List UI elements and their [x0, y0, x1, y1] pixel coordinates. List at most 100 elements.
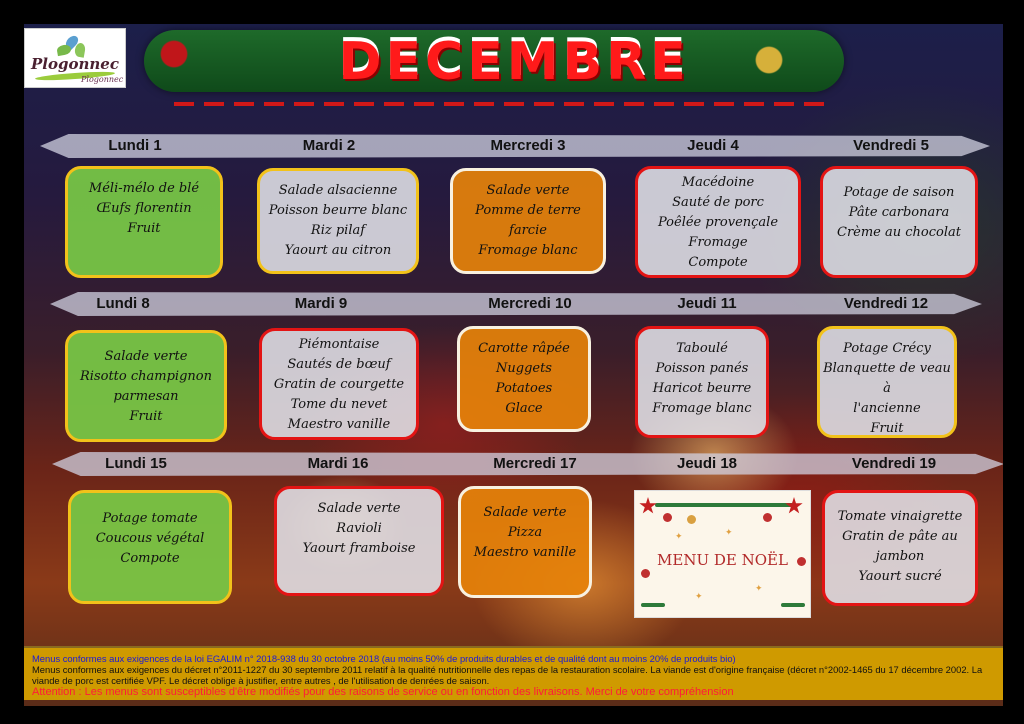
day-label: Lundi 15: [105, 455, 167, 472]
noel-menu-title: MENU DE NOËL: [657, 551, 788, 569]
menu-item: Poisson beurre blanc: [268, 203, 408, 218]
menu-item: Nuggets: [496, 361, 552, 376]
menu-item: Ravioli: [336, 521, 382, 536]
pine-branch-decoration: [655, 503, 795, 507]
menu-item: Potage de saison: [843, 185, 955, 200]
menu-item: Poêlée provençale: [657, 215, 779, 230]
menu-item: Maestro vanille: [473, 545, 577, 560]
menu-card-mardi-9: Piémontaise Sautés de bœuf Gratin de cou…: [259, 328, 419, 440]
menu-item: Haricot beurre: [652, 381, 752, 396]
menu-item: jambon: [875, 549, 925, 564]
menu-item: Méli-mélo de blé: [88, 181, 200, 196]
decree-notice: Menus conformes aux exigences du décret …: [32, 664, 983, 686]
week-3-band: [52, 452, 1003, 476]
menu-card-mercredi-17: Salade verte Pizza Maestro vanille: [458, 486, 592, 598]
menu-item: Sautés de bœuf: [287, 357, 391, 372]
menu-item: Taboulé: [676, 341, 728, 356]
menu-card-jeudi-18-noel: ✦ ✦ ✦ ✦ MENU DE NOËL: [634, 490, 811, 618]
day-label: Mardi 9: [294, 295, 348, 312]
menu-item: Risotto champignon: [80, 369, 212, 384]
menu-item: Macédoine: [681, 175, 755, 190]
week-2-band: [50, 292, 982, 316]
menu-item: Maestro vanille: [287, 417, 391, 432]
menu-item: Yaourt sucré: [858, 569, 942, 584]
menu-item: Tome du nevet: [290, 397, 388, 412]
legal-footer: Menus conformes aux exigences de la loi …: [24, 646, 1003, 700]
sparkle-icon: ✦: [755, 583, 763, 593]
day-label: Jeudi 18: [676, 455, 738, 472]
menu-item: Pomme de terre: [475, 203, 581, 218]
day-label: Jeudi 4: [687, 137, 739, 154]
christmas-garland: [144, 30, 844, 92]
menu-item: Fruit: [127, 221, 161, 236]
ribbon-decoration: [174, 102, 824, 106]
day-label: Lundi 8: [96, 295, 150, 312]
egalim-notice: Menus conformes aux exigences de la loi …: [32, 653, 736, 664]
attention-notice: Attention : Les menus sont susceptibles …: [32, 686, 734, 698]
menu-card-lundi-1: Méli-mélo de blé Œufs florentin Fruit: [65, 166, 223, 278]
menu-card-vendredi-5: Potage de saison Pâte carbonara Crème au…: [820, 166, 978, 278]
day-label: Lundi 1: [108, 137, 162, 154]
day-label: Mercredi 3: [490, 137, 566, 154]
ornament-icon: [687, 515, 696, 524]
menu-item: Fromage blanc: [652, 401, 752, 416]
menu-card-jeudi-11: Taboulé Poisson panés Haricot beurre Fro…: [635, 326, 769, 438]
menu-item: Yaourt framboise: [302, 541, 416, 556]
menu-item: Œufs florentin: [96, 201, 192, 216]
menu-item: Fruit: [870, 421, 904, 436]
day-label: Mardi 2: [302, 137, 356, 154]
day-label: Vendredi 12: [843, 295, 929, 312]
plogonnec-logo: Plogonnec Plogonnec: [24, 28, 126, 88]
logo-sub: Plogonnec: [81, 75, 124, 84]
menu-item: Potage tomate: [102, 511, 198, 526]
menu-item: Salade verte: [483, 505, 567, 520]
menu-item: Carotte râpée: [478, 341, 570, 356]
menu-card-lundi-8: Salade verte Risotto champignon parmesan…: [65, 330, 227, 442]
menu-item: l'ancienne: [853, 401, 921, 416]
ornament-icon: [797, 557, 806, 566]
menu-item: Gratin de pâte au: [842, 529, 958, 544]
week-1-band: [40, 134, 990, 158]
menu-item: Pâte carbonara: [848, 205, 950, 220]
menu-card-vendredi-19: Tomate vinaigrette Gratin de pâte au jam…: [822, 490, 978, 606]
day-label: Mardi 16: [307, 455, 369, 472]
day-label: Mercredi 17: [493, 455, 577, 472]
logo-brand: Plogonnec: [31, 55, 119, 73]
sparkle-icon: ✦: [695, 591, 703, 601]
menu-item: Tomate vinaigrette: [837, 509, 963, 524]
menu-item: Crème au chocolat: [837, 225, 961, 240]
menu-card-jeudi-4: Macédoine Sauté de porc Poêlée provençal…: [635, 166, 801, 278]
menu-item: Pizza: [507, 525, 543, 540]
day-label: Vendredi 5: [853, 137, 929, 154]
pine-branch-decoration: [781, 603, 805, 607]
menu-card-vendredi-12: Potage Crécy Blanquette de veau à l'anci…: [817, 326, 957, 438]
menu-item: Riz pilaf: [310, 223, 366, 238]
menu-item: parmesan: [113, 389, 179, 404]
menu-item: Poisson panés: [655, 361, 749, 376]
menu-item: Piémontaise: [298, 337, 380, 352]
ornament-icon: [763, 513, 772, 522]
menu-item: Fromage blanc: [478, 243, 578, 258]
menu-card-mercredi-3: Salade verte Pomme de terre farcie Froma…: [450, 168, 606, 274]
menu-item: Gratin de courgette: [273, 377, 405, 392]
menu-item: Fruit: [129, 409, 163, 424]
menu-item: Glace: [505, 401, 543, 416]
menu-item: Sauté de porc: [672, 195, 764, 210]
day-label: Vendredi 19: [851, 455, 937, 472]
menu-item: Salade verte: [104, 349, 188, 364]
pine-branch-decoration: [641, 603, 665, 607]
menu-item: Potatoes: [495, 381, 553, 396]
menu-item: farcie: [509, 223, 547, 238]
ornament-icon: [663, 513, 672, 522]
menu-item: Compote: [120, 551, 180, 566]
menu-card-mercredi-10: Carotte râpée Nuggets Potatoes Glace: [457, 326, 591, 432]
menu-item: Salade verte: [317, 501, 401, 516]
day-label: Jeudi 11: [677, 295, 737, 312]
menu-item: Yaourt au citron: [284, 243, 392, 258]
sparkle-icon: ✦: [725, 527, 733, 537]
menu-card-mardi-2: Salade alsacienne Poisson beurre blanc R…: [257, 168, 419, 274]
menu-item: Blanquette de veau à: [823, 361, 951, 396]
menu-item: Salade verte: [486, 183, 570, 198]
menu-item: Salade alsacienne: [278, 183, 398, 198]
menu-item: Potage Crécy: [843, 341, 931, 356]
